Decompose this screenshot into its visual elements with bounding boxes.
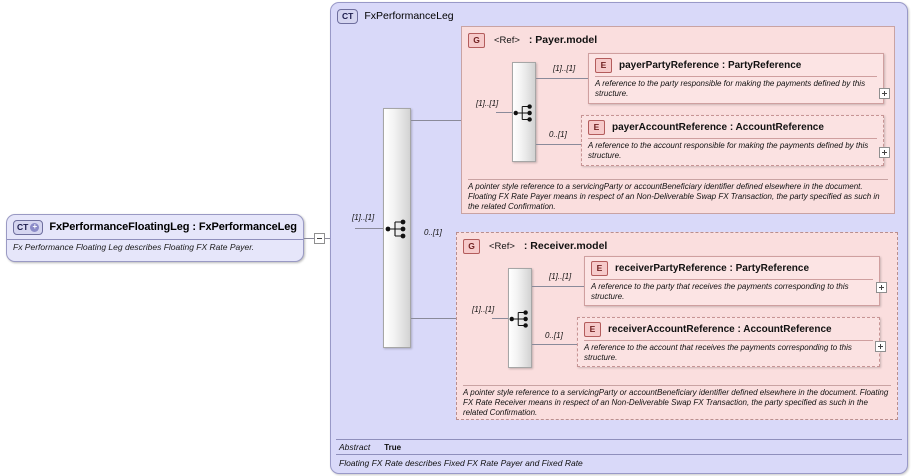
element-badge-icon: E: [588, 120, 605, 135]
complex-type-badge-icon: CT: [337, 8, 359, 24]
group-ref-label: <Ref>: [494, 34, 520, 46]
element-title: receiverPartyReference : PartyReference: [615, 263, 810, 274]
cardinality-receiver-party: [1]..[1]: [549, 272, 572, 281]
root-element-header: CT+ FxPerformanceFloatingLeg : FxPerform…: [7, 215, 303, 240]
element-payer-account-reference[interactable]: E payerAccountReference : AccountReferen…: [581, 115, 884, 166]
element-documentation: A reference to the account responsible f…: [588, 138, 877, 162]
root-element-documentation: Fx Performance Floating Leg describes Fl…: [13, 242, 255, 252]
container-footer: Abstract True Floating FX Rate describes…: [336, 439, 902, 469]
group-receiver-header: G <Ref> : Receiver.model: [457, 233, 897, 255]
element-title: receiverAccountReference : AccountRefere…: [608, 324, 832, 335]
sequence-icon: [385, 219, 406, 239]
cardinality-payer-party: [1]..[1]: [553, 64, 576, 73]
plus-icon: +: [30, 222, 40, 232]
cardinality-payer-sequence: [1]..[1]: [476, 99, 499, 108]
element-receiver-party-reference[interactable]: E receiverPartyReference : PartyReferenc…: [584, 256, 880, 306]
element-badge-icon: E: [595, 58, 612, 73]
connector-seq-to-payer-group: [411, 120, 461, 121]
element-documentation: A reference to the party that receives t…: [591, 279, 873, 303]
connector-payer-party: [536, 78, 588, 79]
container-header: CT FxPerformanceLeg: [331, 3, 907, 25]
element-title: payerAccountReference : AccountReference: [612, 122, 824, 133]
element-title: payerPartyReference : PartyReference: [619, 60, 802, 71]
element-header: E payerPartyReference : PartyReference: [589, 54, 883, 74]
connector-into-payer-sequence: [496, 112, 512, 113]
cardinality-receiver-group: 0..[1]: [424, 228, 442, 237]
group-payer-header: G <Ref> : Payer.model: [462, 27, 894, 49]
root-element-title: FxPerformanceFloatingLeg : FxPerformance…: [49, 221, 297, 233]
group-receiver-name: : Receiver.model: [523, 240, 608, 252]
expand-toggle-receiver-party[interactable]: [876, 282, 887, 293]
group-badge-icon: G: [468, 32, 485, 48]
connector-seq-to-receiver-group: [411, 318, 461, 319]
connector-container-to-sequence: [355, 228, 383, 229]
connector-payer-account: [536, 144, 581, 145]
group-payer-name: : Payer.model: [528, 34, 598, 46]
expand-toggle-payer-party[interactable]: [879, 88, 890, 99]
receiver-sequence-compositor[interactable]: [508, 268, 532, 368]
element-header: E payerAccountReference : AccountReferen…: [582, 116, 883, 136]
connector-into-receiver-sequence: [492, 318, 508, 319]
connector-root-to-container: [325, 238, 331, 239]
element-receiver-account-reference[interactable]: E receiverAccountReference : AccountRefe…: [577, 317, 880, 367]
root-element-box[interactable]: CT+ FxPerformanceFloatingLeg : FxPerform…: [6, 214, 304, 262]
cardinality-payer-account: 0..[1]: [549, 130, 567, 139]
collapse-toggle-root[interactable]: [314, 233, 325, 244]
main-sequence-compositor[interactable]: [383, 108, 411, 348]
element-payer-party-reference[interactable]: E payerPartyReference : PartyReference A…: [588, 53, 884, 104]
connector-receiver-account: [532, 344, 577, 345]
cardinality-receiver-sequence: [1]..[1]: [472, 305, 495, 314]
abstract-label: Abstract: [339, 442, 371, 452]
payer-sequence-compositor[interactable]: [512, 62, 536, 162]
badge-label: CT: [17, 221, 29, 232]
group-ref-label: <Ref>: [489, 240, 515, 252]
expand-toggle-payer-account[interactable]: [879, 147, 890, 158]
abstract-row: Abstract True: [336, 439, 902, 454]
group-payer-documentation: A pointer style reference to a servicing…: [468, 179, 888, 213]
sequence-icon: [509, 310, 528, 328]
connector-root-out: [304, 238, 314, 239]
element-header: E receiverPartyReference : PartyReferenc…: [585, 257, 879, 277]
container-title: FxPerformanceLeg: [364, 10, 454, 22]
container-documentation: Floating FX Rate describes Fixed FX Rate…: [336, 454, 902, 469]
complex-type-badge-icon: CT+: [13, 219, 44, 235]
expand-toggle-receiver-account[interactable]: [875, 341, 886, 352]
element-badge-icon: E: [591, 261, 608, 276]
group-receiver-documentation: A pointer style reference to a servicing…: [463, 385, 891, 419]
element-badge-icon: E: [584, 322, 601, 337]
element-documentation: A reference to the party responsible for…: [595, 76, 877, 100]
cardinality-root-to-sequence: [1]..[1]: [352, 213, 375, 222]
sequence-icon: [513, 104, 532, 122]
element-header: E receiverAccountReference : AccountRefe…: [578, 318, 879, 338]
connector-receiver-party: [532, 286, 584, 287]
group-badge-icon: G: [463, 238, 480, 254]
cardinality-receiver-account: 0..[1]: [545, 331, 563, 340]
element-documentation: A reference to the account that receives…: [584, 340, 873, 364]
abstract-value: True: [384, 442, 402, 452]
